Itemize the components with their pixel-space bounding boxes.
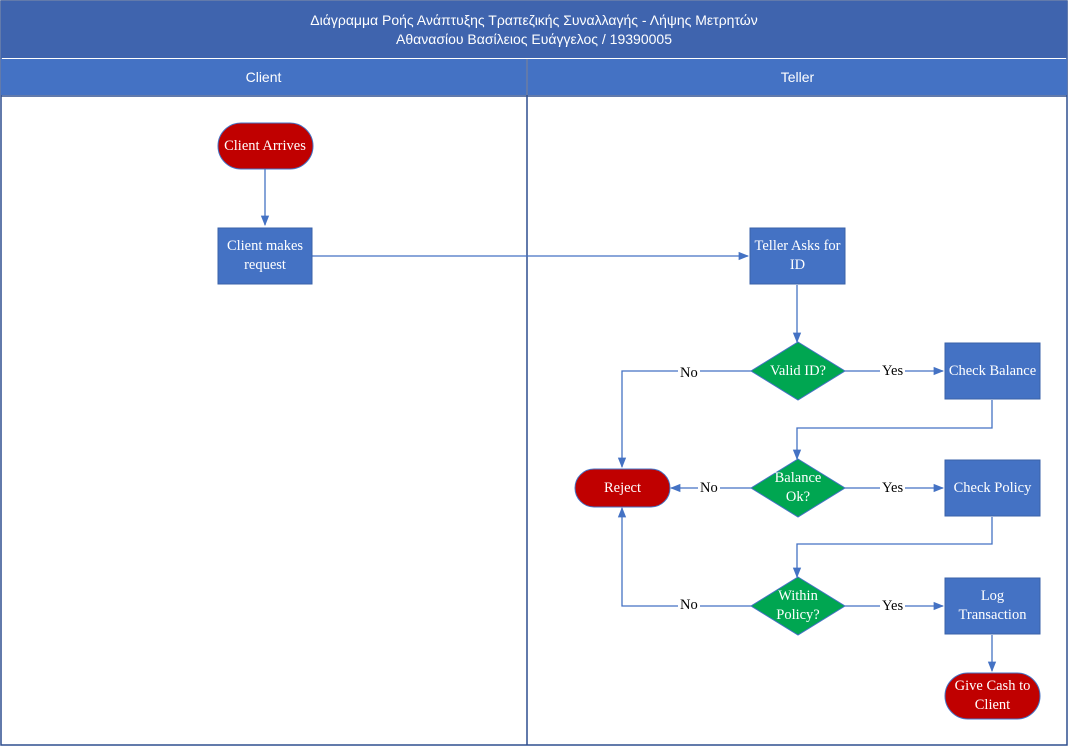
within-policy-label: Within Policy? xyxy=(776,588,820,623)
edge-label-balance-yes: Yes xyxy=(880,480,906,496)
edge-balance-to-balanceok xyxy=(792,400,993,461)
edge-label-balance-no: No xyxy=(698,480,720,496)
log-transaction-label: Log Transaction xyxy=(958,588,1027,623)
check-policy-label: Check Policy xyxy=(953,479,1032,496)
log-transaction-box xyxy=(944,577,1041,635)
title-line-2: Αθανασίου Βασίλειος Ευάγγελος / 19390005 xyxy=(396,30,672,47)
edge-label-policy-yes: Yes xyxy=(880,598,906,614)
give-cash-terminal xyxy=(944,672,1041,720)
reject-label: Reject xyxy=(603,479,642,496)
give-cash-label: Give Cash to Client xyxy=(954,678,1031,713)
check-policy-box xyxy=(944,459,1041,517)
edge-validid-no xyxy=(617,370,751,469)
check-balance-label: Check Balance xyxy=(948,362,1037,379)
teller-asks-id-label: Teller Asks for ID xyxy=(754,238,841,273)
lane-header-teller: Teller xyxy=(528,59,1067,95)
edge-label-valid-no: No xyxy=(678,365,700,381)
edge-policy-to-withinpolicy xyxy=(792,517,993,579)
client-request-label: Client makes request xyxy=(226,238,304,273)
diagram-title: Διάγραμμα Ροής Ανάπτυξης Τραπεζικής Συνα… xyxy=(1,1,1067,58)
client-request-box xyxy=(217,227,313,285)
reject-terminal xyxy=(574,468,671,508)
valid-id-label: Valid ID? xyxy=(770,362,826,379)
edge-label-valid-yes: Yes xyxy=(880,363,906,379)
valid-id-decision xyxy=(750,341,846,401)
balance-ok-decision xyxy=(750,458,846,518)
client-arrives-terminal xyxy=(217,122,314,170)
balance-ok-label: Balance Ok? xyxy=(774,470,822,505)
teller-asks-id-box xyxy=(749,227,846,285)
edge-withinpolicy-no xyxy=(617,506,751,607)
check-balance-box xyxy=(944,342,1041,400)
title-line-1: Διάγραμμα Ροής Ανάπτυξης Τραπεζικής Συνα… xyxy=(310,11,758,28)
edge-label-policy-no: No xyxy=(678,597,700,613)
lane-header-client: Client xyxy=(1,59,526,95)
client-arrives-label: Client Arrives xyxy=(224,137,306,154)
within-policy-decision xyxy=(750,576,846,636)
